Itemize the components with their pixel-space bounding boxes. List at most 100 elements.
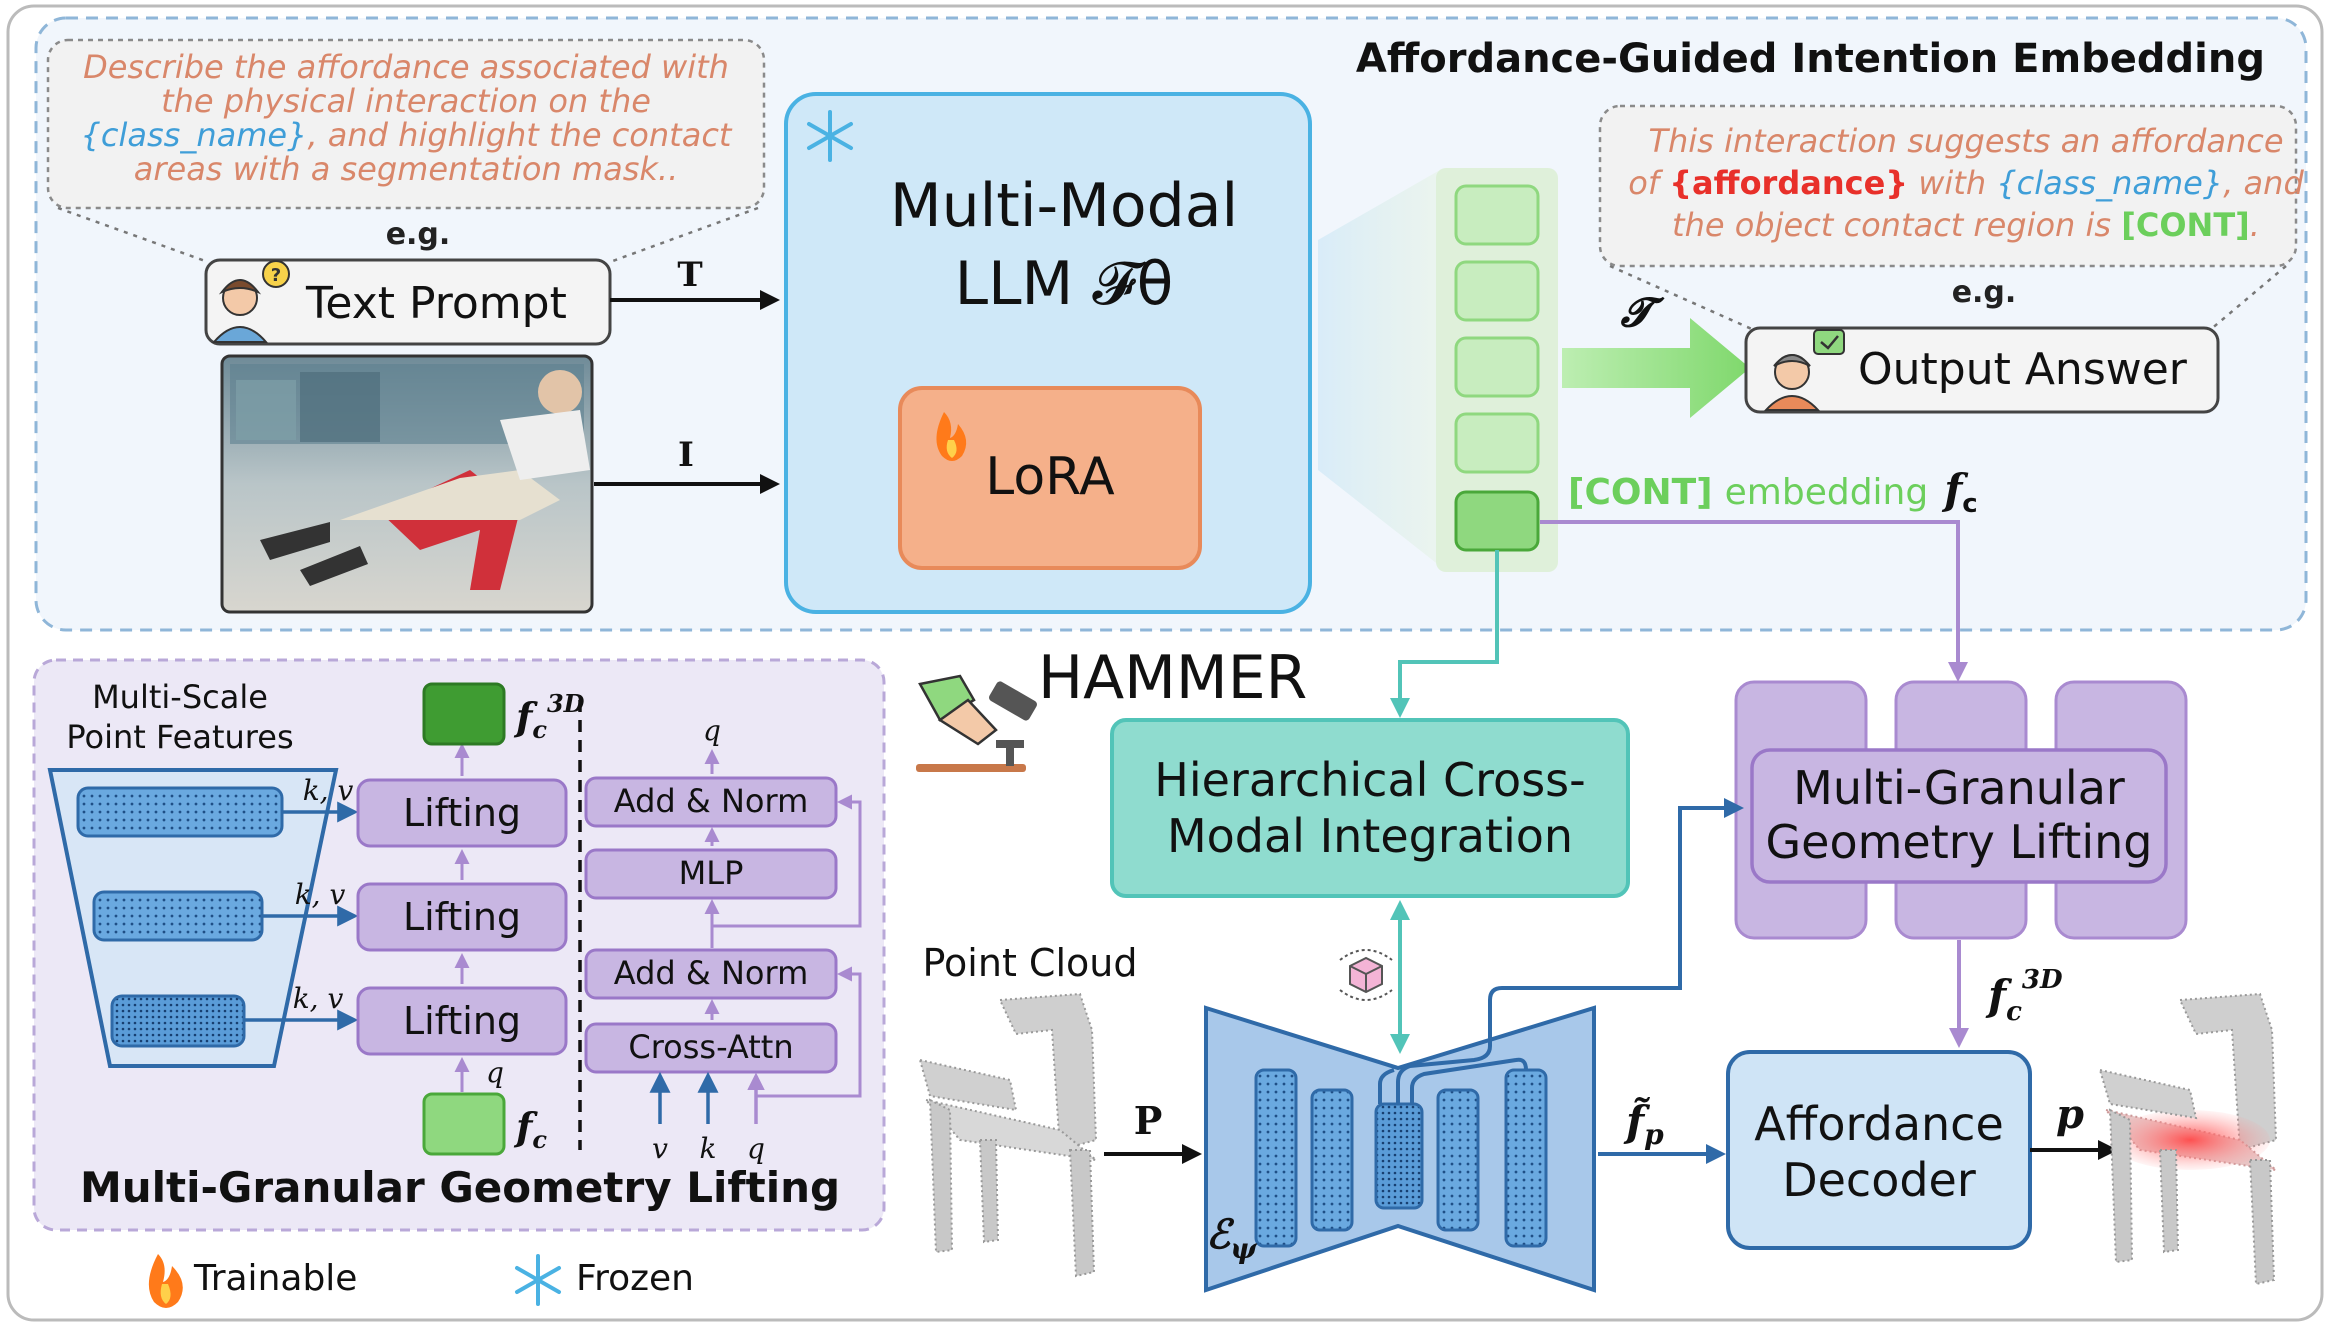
- encoder-block-5: [1504, 1068, 1548, 1248]
- brand-name: HAMMER: [1038, 643, 1307, 713]
- output-answer-label: Output Answer: [1858, 344, 2188, 395]
- lifting-label-3: Lifting: [403, 999, 521, 1043]
- answer-line-3: the object contact region is [CONT].: [1672, 206, 2260, 244]
- prompt-line-3: {class_name}, and highlight the contact: [81, 116, 733, 154]
- top-section-title: Affordance-Guided Intention Embedding: [1356, 36, 2265, 82]
- mggl-line-1: Multi-Granular: [1793, 761, 2125, 815]
- fire-icon: [936, 412, 967, 461]
- cont-token-box: [1454, 490, 1540, 552]
- f3d-main: fc3D: [1985, 965, 2063, 1027]
- fc-detail-sub: c: [532, 1125, 547, 1154]
- affordance-heatmap: [2110, 1110, 2270, 1170]
- input-image: [220, 354, 594, 614]
- answer-class-var: {class_name}: [1996, 164, 2223, 202]
- output-answer-box: [1744, 326, 2220, 414]
- lifting-block-2: [356, 882, 568, 952]
- hammer-icon: [916, 674, 1037, 772]
- v-label: v: [652, 1132, 668, 1165]
- cube-rotate-icon: [1339, 949, 1393, 1001]
- encoder-label: ℰψ: [1206, 1211, 1258, 1265]
- prompt-callout-left: [57, 206, 209, 264]
- answer-affordance-var: {affordance}: [1669, 164, 1908, 202]
- answer-line-1: This interaction suggests an affordance: [1648, 122, 2283, 160]
- f3d-main-sub: c: [2006, 997, 2022, 1027]
- point-cloud-label: Point Cloud: [923, 941, 1138, 985]
- encoder-label-sub: ψ: [1230, 1232, 1258, 1265]
- feature-level-3: [110, 994, 246, 1048]
- encoder-skip-line-2: [1378, 1068, 1395, 1104]
- prompt-bubble: [46, 38, 766, 210]
- encoder-block-3: [1374, 1102, 1424, 1210]
- answer-eg: e.g.: [1952, 275, 2017, 310]
- legend-frozen: Frozen: [576, 1258, 694, 1299]
- text-prompt-label: Text Prompt: [305, 278, 567, 329]
- add-norm-label-bottom: Add & Norm: [614, 954, 809, 992]
- mggl-box: [1750, 748, 2168, 884]
- answer-line-2-pre: of: [1628, 164, 1669, 202]
- f3d-main-sup: 3D: [2022, 965, 2063, 995]
- answer-line-3-pre: the object contact region is: [1672, 206, 2121, 244]
- add-norm-label-top: Add & Norm: [614, 782, 809, 820]
- output-arrow: [1562, 318, 1750, 418]
- kv-label-2: k, v: [295, 878, 346, 911]
- k-label: k: [700, 1132, 717, 1165]
- encoder-block-1: [1254, 1068, 1298, 1248]
- cont-to-mggl-arrow: [1540, 520, 1968, 682]
- answer-line-2-mid: with: [1908, 164, 1996, 202]
- encoder-label-symbol: ℰ: [1206, 1211, 1235, 1258]
- legend-snowflake-icon: [515, 1254, 561, 1306]
- output-point-cloud-chair: [2098, 992, 2280, 1286]
- hcmi-box: [1110, 718, 1630, 898]
- hcmi-line-2: Modal Integration: [1167, 809, 1573, 863]
- answer-callout-left: [1609, 264, 1755, 332]
- add-norm-block-top: [584, 776, 838, 828]
- projection-beam: [1318, 170, 1440, 566]
- f3d-detail-sub: c: [532, 715, 547, 744]
- lifting-label-2: Lifting: [403, 895, 521, 939]
- cross-attn-label: Cross-Attn: [628, 1028, 793, 1066]
- mllm-line-2: LLM 𝓕θ: [955, 249, 1174, 319]
- prompt-line-1: Describe the affordance associated with: [83, 48, 729, 86]
- prompt-line-2: the physical interaction on the: [161, 82, 651, 120]
- legend-fire-icon: [148, 1254, 183, 1308]
- lifting-block-3: [356, 986, 568, 1056]
- features-line-1: Multi-Scale: [92, 678, 268, 716]
- mllm-line-1: Multi-Modal: [890, 171, 1238, 241]
- fp-label-sub: p: [1644, 1118, 1664, 1151]
- answer-callout-right: [2209, 265, 2287, 331]
- lora-label: LoRA: [985, 447, 1115, 507]
- cont-embedding-token: [CONT]: [1568, 472, 1713, 513]
- fc-detail-box: [422, 1092, 506, 1156]
- q-label-top: q: [703, 714, 721, 747]
- f3d-detail-box: [422, 682, 506, 746]
- input-point-cloud-chair: [918, 992, 1100, 1278]
- lora-box: [898, 386, 1202, 570]
- feature-level-1: [76, 786, 284, 838]
- mlp-label: MLP: [679, 854, 744, 892]
- mlp-block: [584, 848, 838, 900]
- arrow-P-label: P: [1134, 1098, 1163, 1143]
- outer-frame: [6, 4, 2324, 1322]
- arrow-T-label: T: [677, 255, 702, 295]
- q-label-input: q: [747, 1132, 765, 1165]
- token-stack: [1454, 184, 1540, 552]
- prompt-line-3-rest: , and highlight the contact: [307, 116, 732, 154]
- answer-bubble: [1598, 104, 2298, 268]
- legend-trainable: Trainable: [193, 1258, 357, 1299]
- kv-label-1: k, v: [303, 774, 354, 807]
- q-label-bottom: q: [486, 1056, 504, 1089]
- fp-label: f̃p: [1623, 1096, 1664, 1151]
- residual-top: [712, 794, 862, 928]
- kv-label-3: k, v: [293, 982, 344, 1015]
- lifting-label-1: Lifting: [403, 791, 521, 835]
- encoder-skip-line: [1410, 1057, 1528, 1104]
- lifting-block-1: [356, 778, 568, 848]
- answer-line-2: of {affordance} with {class_name}, and: [1628, 164, 2304, 202]
- prompt-eg: e.g.: [386, 217, 451, 252]
- arrow-output-p-label: p: [2056, 1091, 2084, 1138]
- assistant-icon: [1763, 329, 1845, 411]
- features-line-2: Point Features: [66, 718, 293, 756]
- feature-level-2: [92, 890, 264, 942]
